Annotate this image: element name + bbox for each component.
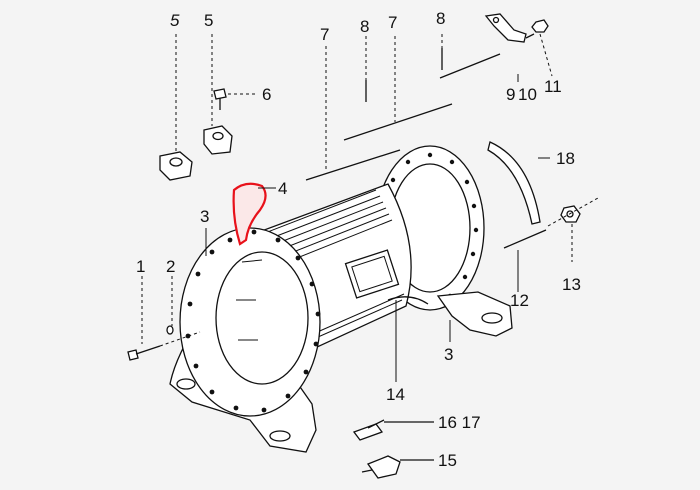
- callout-3a: 3: [200, 207, 209, 226]
- callout-5a: 5: [170, 11, 180, 30]
- stud-12: [503, 229, 547, 292]
- strip-18: [487, 141, 550, 225]
- callout-10: 10: [518, 85, 537, 104]
- callout-15: 15: [438, 451, 457, 470]
- plug-15: [361, 455, 434, 479]
- rod-7-left: [305, 46, 401, 181]
- callout-3b: 3: [444, 345, 453, 364]
- bolt-16-17: [352, 419, 434, 441]
- nameplate: [344, 249, 400, 299]
- callout-16-17: 16 17: [438, 413, 481, 432]
- leader-lines: [205, 74, 519, 382]
- rod-7-right: [343, 36, 501, 141]
- washer-2: [166, 276, 174, 335]
- clamp-5-right: [203, 34, 233, 155]
- nut-11: [531, 19, 553, 77]
- bracket-9: [484, 13, 527, 43]
- callout-13: 13: [562, 275, 581, 294]
- callout-labels: 5 5 6 7 8 7 8 9 10 11 18 4 3 1 2 13 12 3…: [136, 9, 581, 470]
- clamp-5-left: [159, 34, 193, 181]
- callout-9: 9: [506, 85, 515, 104]
- rear-foot: [436, 291, 513, 337]
- callout-4: 4: [278, 179, 287, 198]
- bolt-1: [127, 276, 201, 361]
- callout-7b: 7: [388, 13, 397, 32]
- part-4-highlighted[interactable]: [232, 182, 267, 246]
- screw-6: [213, 88, 258, 110]
- callout-2: 2: [166, 257, 175, 276]
- callout-12: 12: [510, 291, 529, 310]
- nut-13: [547, 197, 599, 262]
- callout-11: 11: [544, 77, 562, 96]
- front-end-ring: [169, 227, 321, 453]
- washer-10: [525, 33, 535, 39]
- callout-6: 6: [262, 85, 271, 104]
- callout-5b: 5: [204, 11, 213, 30]
- callout-7a: 7: [320, 25, 329, 44]
- callout-1: 1: [136, 257, 145, 276]
- callout-8a: 8: [360, 17, 369, 36]
- callout-18: 18: [556, 149, 575, 168]
- callout-8b: 8: [436, 9, 445, 28]
- callout-14: 14: [386, 385, 405, 404]
